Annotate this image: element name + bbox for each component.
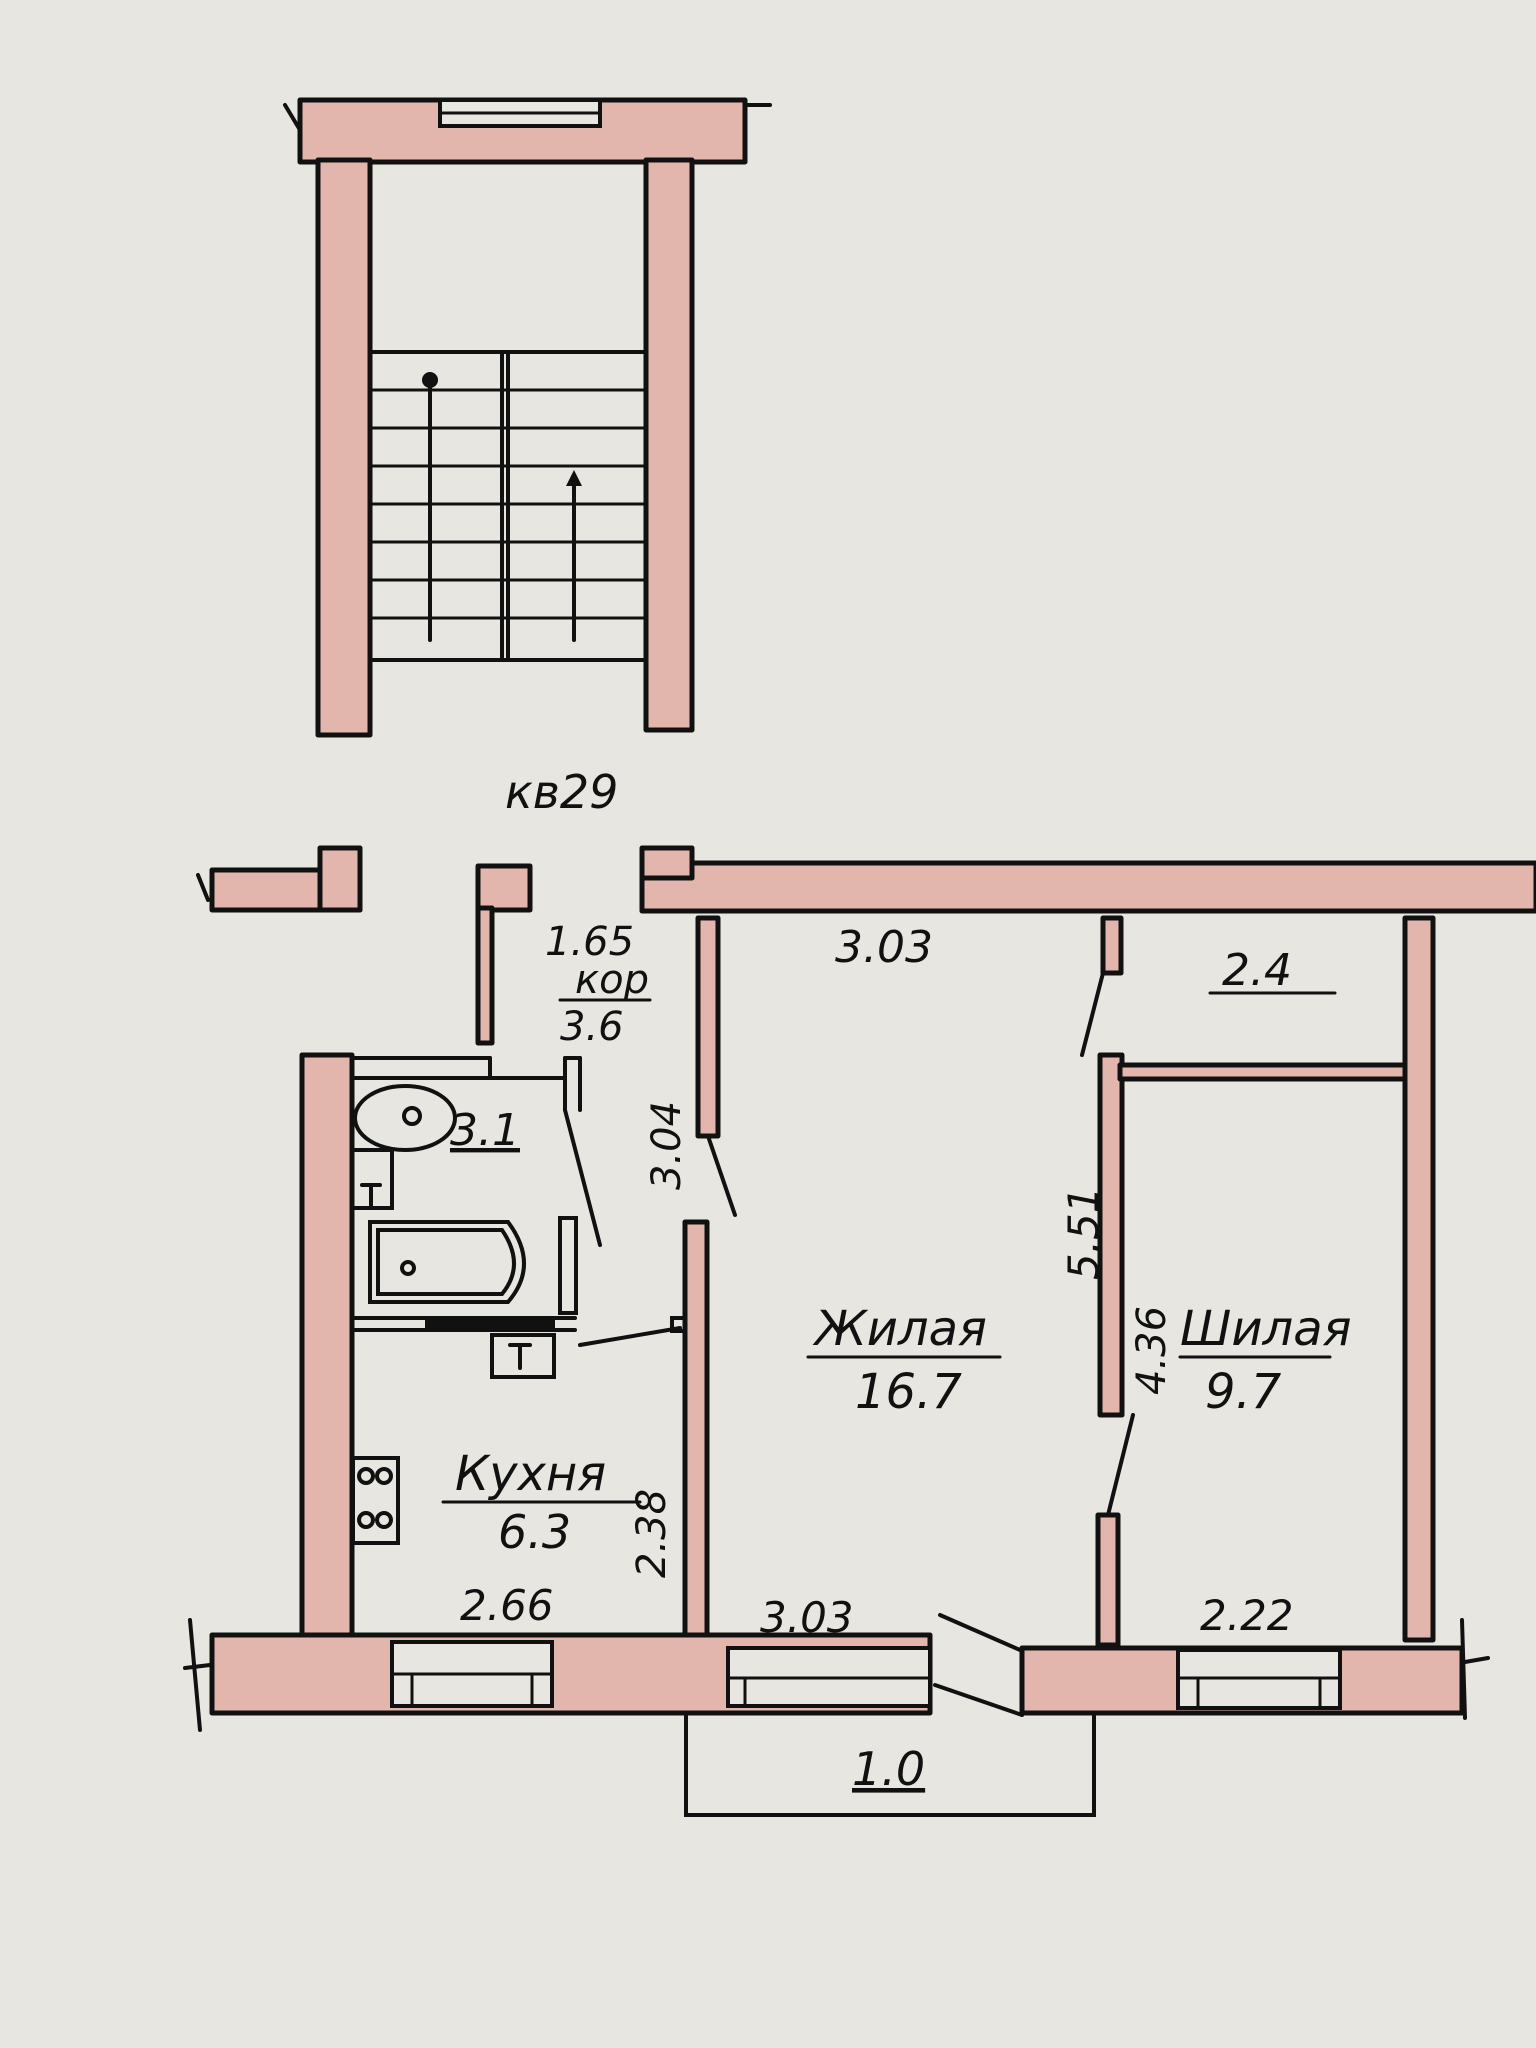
bathroom-area: 3.1	[450, 1105, 520, 1156]
stairwell-right-wall	[643, 157, 695, 733]
corridor-wall	[695, 915, 721, 1139]
kitchen-name: Кухня	[455, 1446, 606, 1502]
living-large-name: Жилая	[812, 1301, 987, 1357]
kitchen-sink-icon	[490, 1333, 556, 1379]
living-large-depth: 5.51	[1059, 1186, 1108, 1280]
living-small-width-top: 2.4	[1222, 945, 1292, 996]
right-wall	[1402, 915, 1436, 1643]
kitchen-depth: 2.38	[629, 1489, 675, 1578]
living-small-width-bottom: 2.22	[1200, 1591, 1294, 1640]
staircase-icon	[368, 350, 648, 662]
corridor-width: 1.65	[545, 919, 634, 965]
corridor-area: 3.6	[560, 1004, 624, 1050]
entrance-pillar	[475, 863, 533, 913]
living-small-area: 9.7	[1205, 1364, 1282, 1420]
left-exterior-wall	[299, 1052, 355, 1638]
small-room-inner-wall	[1117, 1062, 1408, 1082]
corridor-name: кор	[575, 957, 649, 1003]
living-large-width-bottom: 3.03	[760, 1593, 854, 1642]
apartment-walls	[183, 845, 1536, 1817]
sink-icon	[350, 1148, 394, 1210]
stove-icon	[351, 1456, 400, 1545]
kitchen-area: 6.3	[498, 1505, 571, 1559]
stairwell-left-wall	[315, 157, 373, 738]
living-partition-top	[1100, 915, 1124, 976]
toilet-icon	[353, 1084, 457, 1152]
bathtub-icon	[368, 1216, 578, 1315]
window-living-large	[726, 1646, 932, 1708]
kitchen-width: 2.66	[460, 1581, 554, 1630]
room-labels: 1.65 кор 3.6 3.1 3.04 3.03 Жилая 16.7 5.…	[441, 919, 1352, 1796]
living-large-area: 16.7	[855, 1364, 962, 1420]
living-small-name: Шилая	[1180, 1301, 1352, 1357]
balcony-outline	[684, 1711, 1096, 1817]
kitchen-partition	[682, 1219, 710, 1645]
balcony-length: 1.0	[852, 1742, 925, 1796]
apartment-label: кв29	[505, 765, 618, 819]
living-partition	[1097, 1052, 1125, 1418]
hall-dimension: 3.04	[644, 1101, 690, 1190]
living-large-width-top: 3.03	[835, 922, 933, 973]
window-living-small	[1176, 1648, 1342, 1710]
top-exterior-wall	[639, 860, 1536, 914]
stairwell	[283, 97, 772, 738]
living-small-depth: 4.36	[1129, 1306, 1175, 1395]
window-kitchen	[390, 1640, 554, 1708]
